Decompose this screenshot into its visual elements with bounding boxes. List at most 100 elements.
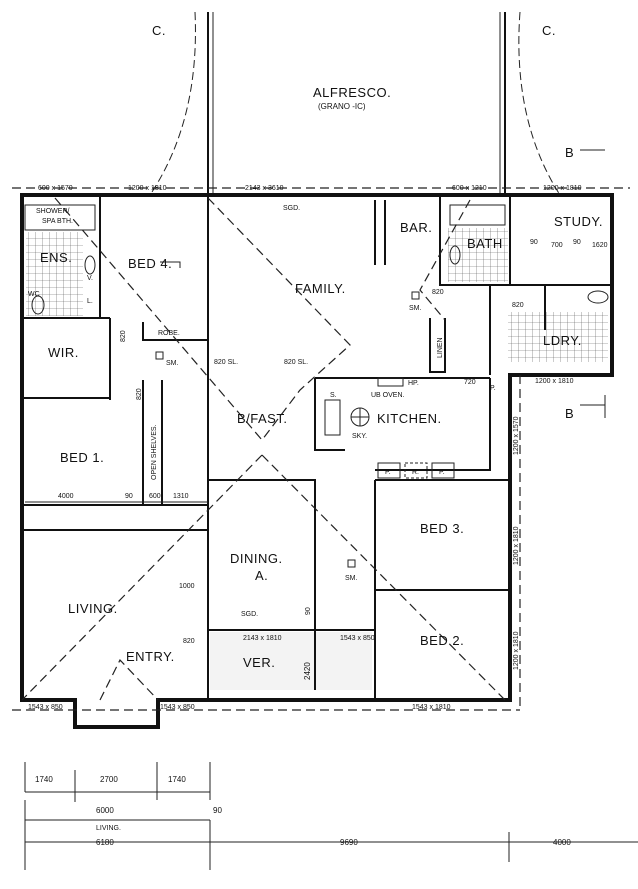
- window-dim: 1200 x 1810: [128, 185, 167, 192]
- label-sky: SKY.: [352, 433, 367, 440]
- bath-tiles: [448, 228, 508, 282]
- label-open-shelves: OPEN SHELVES.: [151, 424, 158, 480]
- label-sm: SM.: [345, 575, 358, 582]
- laundry-tub-icon: [587, 290, 609, 304]
- dim-living-label: LIVING.: [96, 825, 121, 832]
- roof-hip-lines: [21, 197, 506, 701]
- dim-4000: 4000: [553, 838, 571, 847]
- room-label-bed4: BED 4.: [128, 256, 172, 271]
- label-spa-bath: SPA BTH.: [42, 218, 73, 225]
- basin-icon: [449, 245, 461, 265]
- room-label-alfresco: ALFRESCO.: [313, 85, 391, 100]
- dim-1740-right: 1740: [168, 775, 186, 784]
- room-label-ldry: LDRY.: [543, 333, 582, 348]
- window-dim: 1543 x 850: [340, 635, 375, 642]
- internal-walls: [22, 195, 612, 700]
- room-label-kitchen: KITCHEN.: [377, 411, 442, 426]
- bed1-dim: 90: [125, 493, 133, 500]
- room-label-dining-a: A.: [255, 568, 268, 583]
- room-label-bath: BATH: [467, 236, 503, 251]
- bottom-dimension-lines: [24, 762, 638, 870]
- door-dim: 820: [512, 302, 524, 309]
- verandah-floor: [210, 632, 372, 690]
- room-label-bed1: BED 1.: [60, 450, 104, 465]
- kitchen-sink-icon: [324, 399, 341, 436]
- study-dim: 90: [573, 239, 581, 246]
- room-label-bed3: BED 3.: [420, 521, 464, 536]
- window-dim: 2143 x 3610: [245, 185, 284, 192]
- door-dim: 820 SL.: [214, 359, 238, 366]
- door-dim: 820: [432, 289, 444, 296]
- door-dim: 820: [183, 638, 195, 645]
- ensuite-tiles: [26, 232, 83, 316]
- window-dim: 1543 x 1810: [412, 704, 451, 711]
- window-dim: 1200 x 1810: [513, 526, 520, 565]
- room-label-bar: BAR.: [400, 220, 432, 235]
- dim-2700: 2700: [100, 775, 118, 784]
- label-sgd-2: SGD.: [241, 611, 258, 618]
- study-dim: 90: [530, 239, 538, 246]
- bath-fixtures: [24, 204, 506, 268]
- label-ub-oven: UB OVEN.: [371, 392, 405, 399]
- room-label-bed2: BED 2.: [420, 633, 464, 648]
- section-mark-b-top: B: [565, 145, 574, 160]
- room-label-ens: ENS.: [40, 250, 72, 265]
- label-sgd: SGD.: [283, 205, 300, 212]
- room-label-study: STUDY.: [554, 214, 603, 229]
- alfresco-note: (GRANO -IC): [318, 102, 366, 111]
- label-hp: HP.: [408, 380, 419, 387]
- window-dim: 2143 x 1810: [243, 635, 282, 642]
- window-dim: 1200 x 1570: [513, 416, 520, 455]
- window-dim: 1543 x 850: [28, 704, 63, 711]
- label-wc: WC: [28, 291, 40, 298]
- label-sm: SM.: [166, 360, 179, 367]
- ver-depth-dim: 2420: [303, 662, 312, 680]
- label-pantry-3: P.: [490, 385, 496, 392]
- label-v: V.: [87, 275, 93, 282]
- section-mark-c-right: C.: [542, 23, 556, 38]
- window-dim: 1200 x 1810: [543, 185, 582, 192]
- label-linen: LINEN: [437, 337, 444, 358]
- bed1-dim: 1310: [173, 493, 189, 500]
- label-shower: SHOWER/: [36, 208, 70, 215]
- room-label-bfast: B/FAST.: [237, 411, 287, 426]
- room-label-living: LIVING.: [68, 601, 118, 616]
- window-dim: 600 x 1210: [452, 185, 487, 192]
- label-l: L.: [87, 298, 93, 305]
- room-label-family: FAMILY.: [295, 281, 346, 296]
- label-fridge: R.: [412, 469, 419, 476]
- door-dim: 820: [120, 330, 127, 342]
- dim-6180: 6180: [96, 838, 114, 847]
- door-dim: 90: [305, 607, 312, 615]
- room-label-wir: WIR.: [48, 345, 79, 360]
- smoke-detector-icons: [155, 291, 420, 568]
- study-dim: 700: [551, 242, 563, 249]
- dim-6000: 6000: [96, 806, 114, 815]
- dim-90: 90: [213, 806, 222, 815]
- section-mark-b-bottom: B: [565, 406, 574, 421]
- dim-1740-left: 1740: [35, 775, 53, 784]
- basin-icon: [84, 255, 96, 275]
- window-dim: 1200 x 1810: [513, 631, 520, 670]
- door-dim: 720: [464, 379, 476, 386]
- label-pantry-2: P.: [439, 469, 445, 476]
- room-label-entry: ENTRY.: [126, 649, 175, 664]
- laundry-tiles: [508, 312, 608, 362]
- label-pantry: P.: [385, 469, 391, 476]
- label-sink: S.: [330, 392, 337, 399]
- door-dim: 820 SL.: [284, 359, 308, 366]
- study-dim: 1620: [592, 242, 608, 249]
- label-sm: SM.: [409, 305, 422, 312]
- room-label-dining: DINING.: [230, 551, 283, 566]
- skylight-cross: [351, 408, 369, 426]
- window-dim: 600 x 1570: [38, 185, 73, 192]
- window-dim: 1200 x 1810: [535, 378, 574, 385]
- room-label-ver: VER.: [243, 655, 275, 670]
- window-dim: 1543 x 850: [160, 704, 195, 711]
- pantry-box: [377, 462, 401, 479]
- hotplate-icon: [377, 377, 404, 387]
- room-label-robe: ROBE.: [158, 330, 180, 337]
- alfresco-outline: [149, 11, 561, 196]
- fridge-box: [404, 462, 428, 479]
- bed1-dim: 4000: [58, 493, 74, 500]
